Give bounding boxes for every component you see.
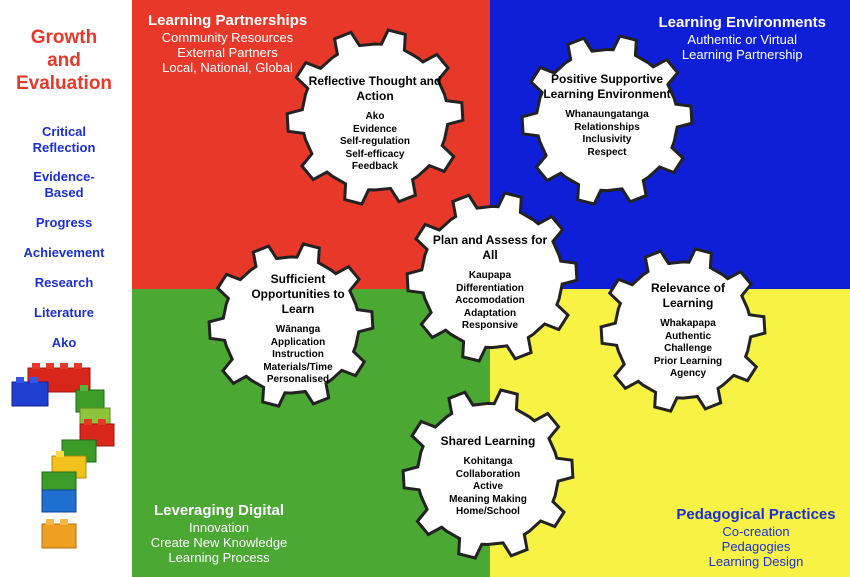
gear-item: Feedback: [351, 161, 399, 172]
sidebar-title-line: Evaluation: [15, 73, 113, 94]
gear-shape-positive-supportive: [520, 34, 694, 206]
gear-item: Ako: [365, 111, 385, 122]
quadrant-line: Co-creation: [722, 524, 790, 539]
gear-item: Responsive: [461, 320, 519, 331]
leveraging-digital-text: Leveraging Digital Innovation Create New…: [144, 502, 294, 565]
gear-item: Agency: [669, 368, 707, 379]
gear-title: Sufficient Opportunities to Learn: [251, 272, 345, 316]
quadrant-line: Innovation: [189, 520, 249, 535]
gear-shape-plan-and-assess: [405, 191, 579, 363]
sidebar-title: Growth and Evaluation: [0, 26, 128, 95]
gear-item: Relationships: [574, 121, 640, 133]
learning-partnerships-text: Learning Partnerships Community Resource…: [148, 12, 307, 75]
gear-item: Kaupapa: [468, 270, 512, 281]
sidebar-item-critical-reflection: Critical Reflection: [32, 124, 96, 155]
gear-sufficient-opportunities: Sufficient Opportunities to Learn Wānang…: [236, 272, 360, 387]
quadrant-heading: Pedagogical Practices: [676, 506, 836, 523]
gear-item: Evidence: [353, 123, 397, 135]
quadrant-line: Learning Process: [168, 550, 270, 565]
gear-item: Challenge: [664, 343, 712, 354]
gear-item: Materials/Time: [263, 361, 333, 373]
gear-item: Differentiation: [456, 282, 524, 294]
learning-environments-text: Learning Environments Authentic or Virtu…: [658, 14, 826, 62]
pedagogical-practices-text: Pedagogical Practices Co-creation Pedago…: [670, 506, 842, 569]
gear-title: Relevance of Learning: [650, 281, 726, 310]
gear-title: Reflective Thought and Action: [308, 74, 442, 103]
quadrant-line: Local, National, Global: [162, 60, 293, 75]
sidebar-item-evidence-based: Evidence-Based: [33, 169, 95, 200]
gear-item: Whanaungatanga: [565, 109, 649, 120]
quadrant-line: Learning Design: [708, 554, 804, 569]
quadrant-heading: Leveraging Digital: [153, 502, 285, 519]
sidebar-title-line: and: [47, 50, 81, 71]
quadrant-line: Create New Knowledge: [150, 535, 288, 550]
sidebar-item-progress: Progress: [35, 215, 93, 230]
gear-reflective-thought: Reflective Thought and Action Ako Eviden…: [305, 74, 445, 174]
quadrant-heading: Learning Partnerships: [148, 12, 308, 29]
gear-relevance-of-learning: Relevance of Learning Whakapapa Authenti…: [628, 281, 748, 381]
gear-shape-relevance-of-learning: [599, 247, 767, 413]
gear-item: Respect: [587, 146, 627, 158]
gear-item: Instruction: [272, 349, 324, 360]
gear-item: Collaboration: [455, 468, 521, 480]
sidebar-item-achievement: Achievement: [23, 245, 105, 260]
sidebar-title-line: Growth: [30, 27, 98, 48]
gear-plan-and-assess: Plan and Assess for All Kaupapa Differen…: [430, 233, 550, 333]
sidebar-item-ako: Ako: [51, 335, 77, 350]
quadrant-line: Pedagogies: [721, 539, 791, 554]
gear-shape-reflective-thought: [285, 28, 465, 206]
gear-item: Kohitanga: [463, 456, 513, 467]
quadrant-line: Community Resources: [161, 30, 294, 45]
gear-item: Inclusivity: [582, 134, 632, 145]
gear-item: Prior Learning: [653, 355, 723, 367]
gear-shape-sufficient-opportunities: [207, 242, 375, 408]
quadrant-line: Authentic or Virtual: [687, 32, 798, 47]
sidebar: Growth and Evaluation Critical Reflectio…: [0, 0, 132, 577]
gear-shared-learning: Shared Learning Kohitanga Collaboration …: [426, 434, 550, 519]
gear-title: Plan and Assess for All: [432, 233, 548, 262]
sidebar-item-research: Research: [34, 275, 94, 290]
gear-item: Wānanga: [275, 324, 321, 335]
gear-item: Authentic: [664, 330, 712, 342]
quadrant-line: External Partners: [177, 45, 278, 60]
gear-title: Positive Supportive Learning Environment: [543, 72, 671, 101]
gear-item: Personalised: [266, 374, 330, 385]
gear-item: Self-efficacy: [345, 148, 405, 160]
gear-item: Meaning Making: [449, 493, 527, 505]
gear-item: Accomodation: [455, 295, 525, 306]
gear-shape-shared-learning: [401, 388, 575, 560]
gear-item: Application: [270, 336, 326, 348]
quadrant-heading: Learning Environments: [658, 14, 826, 31]
quadrant-line: Learning Partnership: [681, 47, 803, 62]
gear-item: Self-regulation: [339, 136, 410, 147]
gear-item: Active: [472, 481, 503, 492]
sidebar-item-literature: Literature: [34, 305, 94, 320]
gear-item: Home/School: [456, 506, 520, 517]
gear-item: Whakapapa: [660, 318, 716, 329]
lego-question-mark-image: [11, 363, 115, 549]
gear-item: Adaptation: [463, 307, 517, 319]
gear-title: Shared Learning: [440, 434, 536, 448]
gear-positive-supportive: Positive Supportive Learning Environment…: [542, 72, 672, 159]
